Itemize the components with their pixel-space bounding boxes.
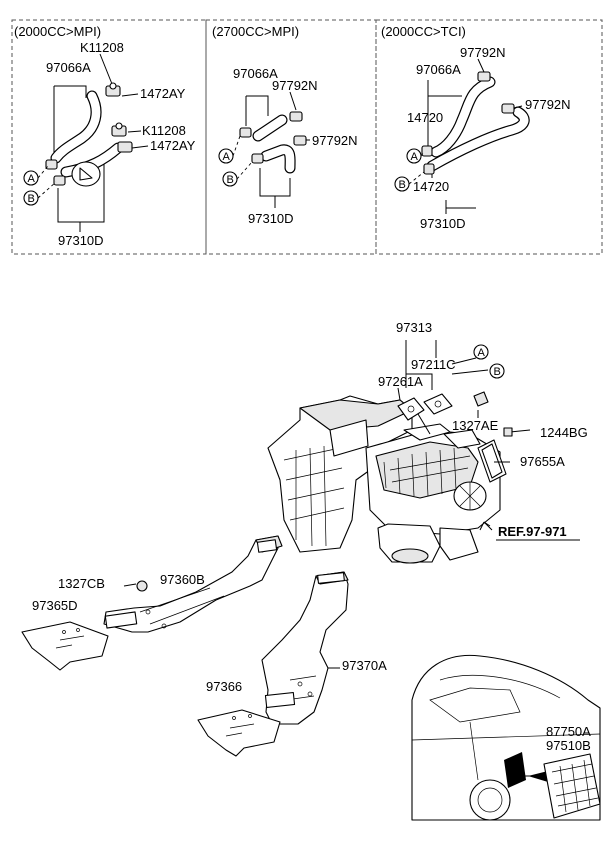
label-clamp-top: 97792N <box>272 78 318 93</box>
clamp-icon <box>239 127 252 138</box>
label-1244bg: 1244BG <box>540 425 588 440</box>
label-clamp-top: 1472AY <box>140 86 186 101</box>
clamp-icon <box>117 141 133 153</box>
marker-b-icon <box>489 363 505 379</box>
vent-grille-97750A <box>543 753 601 819</box>
label-hose: 97066A <box>416 62 461 77</box>
gasket-icon <box>421 145 433 157</box>
variant-box-2 <box>205 19 377 255</box>
reference-label: REF.97-971 <box>498 524 567 539</box>
label-97261a: 97261A <box>378 374 423 389</box>
clamp-icon <box>289 111 303 122</box>
svg-text:B: B <box>28 193 35 205</box>
variant-panel-3: (2000CC>TCI) 97792N 97066A 97792N 14720 … <box>381 24 571 231</box>
label-gasket-bottom: 14720 <box>413 179 449 194</box>
svg-text:B: B <box>227 174 234 186</box>
label-97365d: 97365D <box>32 598 78 613</box>
pad-97365D <box>21 621 109 671</box>
gasket-frame-97655A <box>477 439 507 483</box>
label-hose: 97066A <box>233 66 278 81</box>
label-97510b: 97510B <box>546 738 591 753</box>
variant-box-3 <box>375 19 603 255</box>
svg-text:A: A <box>478 347 486 359</box>
label-clamp-mid: 97792N <box>312 133 358 148</box>
vent-location-marker <box>504 752 526 788</box>
label-gasket-top: 14720 <box>407 110 443 125</box>
label-clamp-right: 97792N <box>525 97 571 112</box>
svg-text:A: A <box>223 151 231 163</box>
clamp-icon <box>45 159 58 170</box>
clamp-icon <box>105 82 121 97</box>
svg-text:A: A <box>28 173 36 185</box>
pad-97366 <box>197 709 281 757</box>
clamp-icon <box>53 175 66 186</box>
panel-header: (2000CC>TCI) <box>381 24 466 39</box>
marker-a-icon <box>473 344 489 360</box>
label-97370a: 97370A <box>342 658 387 673</box>
label-k11208-top: K11208 <box>80 40 124 55</box>
label-k11208-mid: K11208 <box>142 123 186 138</box>
gasket-icon <box>423 163 435 175</box>
label-97313: 97313 <box>396 320 432 335</box>
clamp-icon <box>501 103 515 114</box>
bolt-icon <box>473 391 531 437</box>
svg-text:B: B <box>399 179 406 191</box>
label-hose-bottom: 97310D <box>248 211 294 226</box>
variant-panels <box>11 19 603 255</box>
svg-text:A: A <box>411 151 419 163</box>
label-clamp-top: 97792N <box>460 45 506 60</box>
variant-panel-1: (2000CC>MPI) K11208 97066A 1472AY K11208… <box>14 24 196 248</box>
clamp-icon <box>477 71 491 82</box>
rear-duct-97360B <box>103 535 283 633</box>
label-1327cb: 1327CB <box>58 576 105 591</box>
label-hose: 97066A <box>46 60 91 75</box>
label-97366: 97366 <box>206 679 242 694</box>
nut-icon <box>136 580 148 592</box>
clamp-icon <box>293 135 307 146</box>
panel-header: (2700CC>MPI) <box>212 24 299 39</box>
label-87750a: 87750A <box>546 724 591 739</box>
clamp-icon <box>251 153 264 164</box>
panel-header: (2000CC>MPI) <box>14 24 101 39</box>
variant-box-1 <box>11 19 207 255</box>
clamp-icon <box>111 122 127 137</box>
heater-unit-assembly <box>267 395 501 564</box>
svg-text:B: B <box>494 366 501 378</box>
label-clamp-mid: 1472AY <box>150 138 196 153</box>
front-duct-97370A <box>261 571 349 725</box>
label-97211c: 97211C <box>411 357 456 372</box>
label-hose-bottom: 97310D <box>58 233 104 248</box>
label-hose-bottom: 97310D <box>420 216 466 231</box>
label-1327ae: 1327AE <box>452 418 499 433</box>
label-97360b: 97360B <box>160 572 205 587</box>
label-97655a: 97655A <box>520 454 565 469</box>
variant-panel-2: (2700CC>MPI) 97066A 97792N 97792N 97310D… <box>212 24 358 226</box>
fitting-parts <box>397 393 453 435</box>
